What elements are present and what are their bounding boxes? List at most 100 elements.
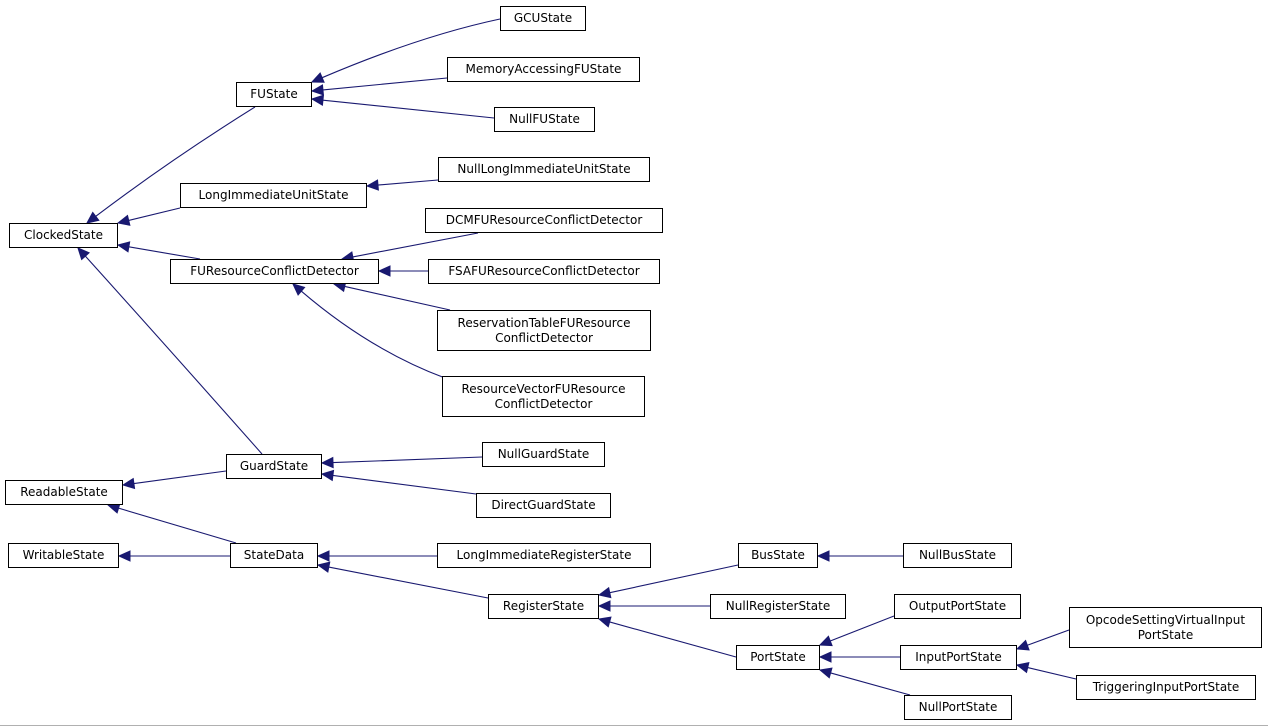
node-fu-resource-conflict-detector[interactable]: FUResourceConflictDetector: [170, 259, 379, 284]
edge-null-port-state-to-port-state: [818, 667, 911, 696]
edge-triggering-input-port-state-to-input-port-state: [1015, 662, 1077, 680]
arrowhead-icon: [597, 586, 612, 599]
arrowhead-icon: [597, 600, 611, 612]
edge-line: [95, 106, 256, 217]
edge-line: [332, 456, 483, 464]
node-null-fu-state[interactable]: NullFUState: [494, 107, 595, 132]
node-triggering-input-port-state[interactable]: TriggeringInputPortState: [1076, 675, 1256, 700]
node-output-port-state[interactable]: OutputPortState: [894, 594, 1021, 619]
edge-memory-accessing-fu-state-to-fu-state: [310, 77, 448, 96]
edge-fu-resource-conflict-detector-to-clocked-state: [116, 241, 201, 260]
node-state-data[interactable]: StateData: [230, 543, 318, 568]
node-guard-state[interactable]: GuardState: [226, 454, 322, 479]
node-writable-state[interactable]: WritableState: [8, 543, 119, 568]
edge-output-port-state-to-port-state: [818, 615, 895, 647]
edge-null-long-immediate-unit-state-to-long-immediate-unit-state: [365, 179, 439, 191]
node-null-register-state[interactable]: NullRegisterState: [710, 594, 846, 619]
edge-guard-state-to-readable-state: [121, 470, 227, 490]
edge-line: [300, 290, 446, 379]
node-bus-state[interactable]: BusState: [738, 543, 818, 568]
edge-line: [830, 615, 895, 642]
node-null-guard-state[interactable]: NullGuardState: [482, 442, 605, 467]
node-dcmfu-resource-conflict-detector[interactable]: DCMFUResourceConflictDetector: [425, 208, 663, 233]
arrowhead-icon: [818, 635, 833, 647]
edge-null-fu-state-to-fu-state: [310, 94, 495, 119]
edge-line: [1027, 667, 1077, 680]
edge-null-guard-state-to-guard-state: [320, 456, 483, 469]
edge-line: [344, 285, 451, 311]
arrowhead-icon: [316, 561, 331, 573]
edge-fsafu-resource-conflict-detector-to-fu-resource-conflict-detector: [377, 265, 428, 277]
edge-dcmfu-resource-conflict-detector-to-fu-resource-conflict-detector: [340, 232, 479, 263]
arrowhead-icon: [597, 616, 612, 628]
arrowhead-icon: [1015, 662, 1030, 674]
edge-line: [609, 621, 737, 658]
edge-line: [377, 179, 439, 186]
node-fu-state[interactable]: FUState: [236, 82, 312, 107]
edge-bus-state-to-register-state: [597, 564, 739, 599]
node-direct-guard-state[interactable]: DirectGuardState: [476, 493, 611, 518]
edge-line: [332, 474, 477, 495]
edge-null-register-state-to-register-state: [597, 600, 710, 612]
node-null-long-immediate-unit-state[interactable]: NullLongImmediateUnitState: [438, 157, 650, 182]
arrowhead-icon: [310, 72, 325, 83]
node-port-state[interactable]: PortState: [736, 645, 820, 670]
node-null-port-state[interactable]: NullPortState: [904, 695, 1012, 720]
arrowhead-icon: [316, 550, 330, 562]
node-gcu-state[interactable]: GCUState: [500, 6, 586, 31]
edge-line: [128, 207, 181, 221]
edge-state-data-to-readable-state: [106, 502, 237, 544]
node-register-state[interactable]: RegisterState: [488, 594, 599, 619]
edge-fu-state-to-clocked-state: [86, 106, 256, 224]
edge-line: [328, 566, 489, 599]
bottom-divider: [0, 725, 1268, 726]
arrowhead-icon: [86, 211, 100, 224]
edge-reservation-table-fu-resource-conflict-detector-to-fu-resource-conflict-detector: [332, 280, 451, 311]
edge-resource-vector-fu-resource-conflict-detector-to-fu-resource-conflict-detector: [292, 283, 446, 379]
arrowhead-icon: [816, 550, 830, 562]
arrowhead-icon: [292, 283, 306, 296]
edge-line: [1027, 629, 1070, 646]
node-opcode-setting-virtual-input-port-state[interactable]: OpcodeSettingVirtualInput PortState: [1069, 607, 1262, 648]
node-memory-accessing-fu-state[interactable]: MemoryAccessingFUState: [447, 57, 640, 82]
edge-guard-state-to-clocked-state: [77, 247, 263, 455]
edge-line: [830, 672, 911, 696]
node-long-immediate-unit-state[interactable]: LongImmediateUnitState: [180, 183, 367, 208]
arrowhead-icon: [77, 247, 90, 261]
edge-gcu-state-to-fu-state: [310, 18, 501, 83]
arrowhead-icon: [365, 179, 379, 191]
arrowhead-icon: [377, 265, 391, 277]
arrowhead-icon: [116, 241, 131, 253]
arrowhead-icon: [310, 84, 325, 96]
node-readable-state[interactable]: ReadableState: [5, 480, 123, 505]
edge-line: [118, 507, 237, 544]
edge-long-immediate-unit-state-to-clocked-state: [116, 207, 181, 226]
arrowhead-icon: [1015, 639, 1030, 651]
edge-direct-guard-state-to-guard-state: [320, 469, 477, 495]
arrowhead-icon: [116, 214, 131, 226]
arrowhead-icon: [818, 651, 832, 663]
edge-line: [609, 564, 739, 594]
edge-line: [322, 99, 495, 119]
edge-line: [84, 255, 263, 455]
node-clocked-state[interactable]: ClockedState: [9, 223, 118, 248]
edge-long-immediate-register-state-to-state-data: [316, 550, 437, 562]
edge-port-state-to-register-state: [597, 616, 737, 658]
node-reservation-table-fu-resource-conflict-detector[interactable]: ReservationTableFUResource ConflictDetec…: [437, 310, 651, 351]
node-input-port-state[interactable]: InputPortState: [900, 645, 1017, 670]
edge-null-bus-state-to-bus-state: [816, 550, 903, 562]
arrowhead-icon: [117, 550, 131, 562]
node-resource-vector-fu-resource-conflict-detector[interactable]: ResourceVectorFUResource ConflictDetecto…: [442, 376, 645, 417]
edge-line: [321, 18, 501, 79]
arrowhead-icon: [121, 477, 136, 490]
node-null-bus-state[interactable]: NullBusState: [903, 543, 1012, 568]
edge-opcode-setting-virtual-input-port-state-to-input-port-state: [1015, 629, 1070, 651]
node-long-immediate-register-state[interactable]: LongImmediateRegisterState: [437, 543, 651, 568]
edge-line: [133, 470, 227, 485]
node-fsafu-resource-conflict-detector[interactable]: FSAFUResourceConflictDetector: [428, 259, 660, 284]
arrowhead-icon: [320, 469, 335, 482]
edge-state-data-to-writable-state: [117, 550, 230, 562]
edge-line: [128, 246, 201, 260]
